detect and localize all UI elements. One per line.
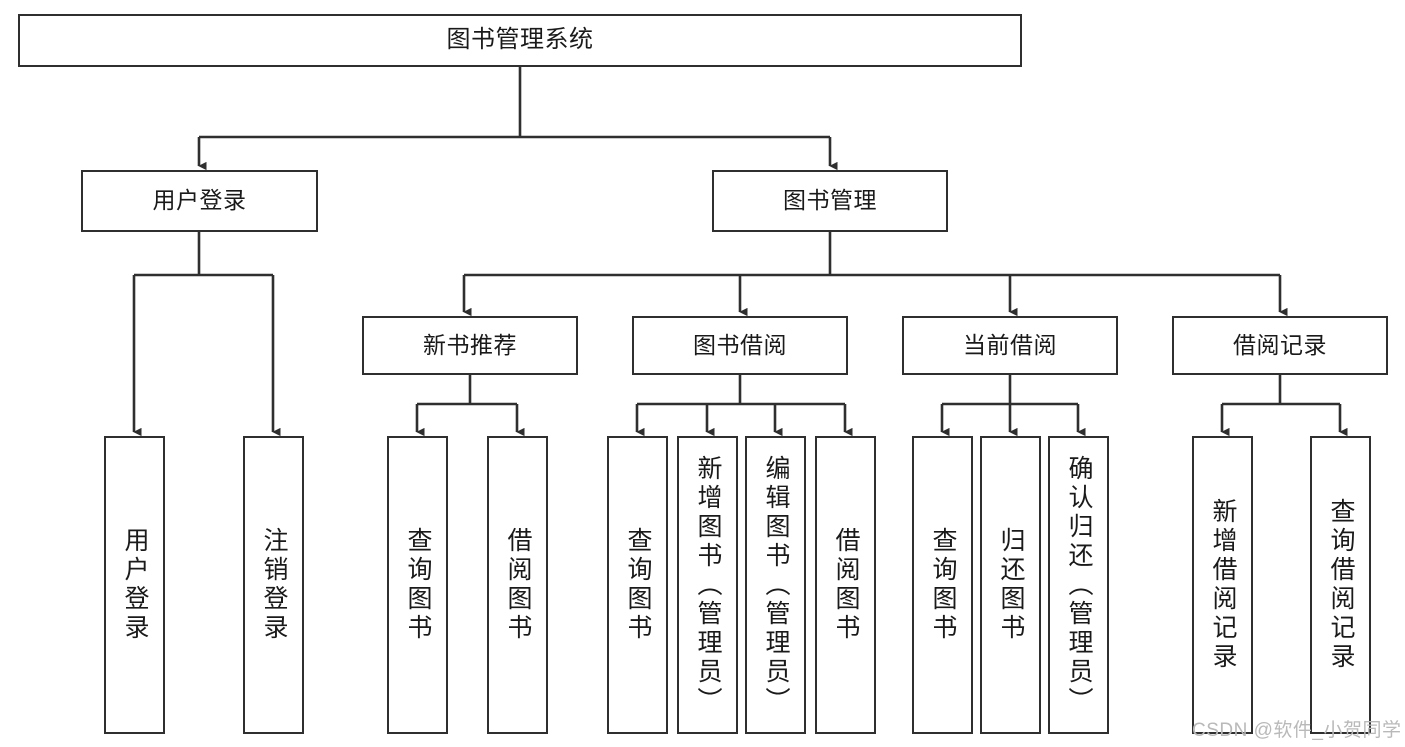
node-leaf-query-book-2[interactable]: 查询图书 — [607, 436, 668, 734]
node-borrow-record[interactable]: 借阅记录 — [1172, 316, 1388, 375]
node-current-borrow[interactable]: 当前借阅 — [902, 316, 1118, 375]
node-leaf-logout-login-label: 注销登录 — [260, 527, 288, 643]
node-leaf-query-record-label: 查询借阅记录 — [1327, 498, 1355, 672]
node-leaf-add-record-label: 新增借阅记录 — [1209, 498, 1237, 672]
node-book-borrow[interactable]: 图书借阅 — [632, 316, 848, 375]
node-current-borrow-label: 当前借阅 — [963, 331, 1057, 358]
node-leaf-return-book[interactable]: 归还图书 — [980, 436, 1041, 734]
node-root[interactable]: 图书管理系统 — [18, 14, 1022, 67]
node-root-label: 图书管理系统 — [446, 26, 594, 54]
node-leaf-borrow-book-1[interactable]: 借阅图书 — [487, 436, 548, 734]
node-leaf-add-record[interactable]: 新增借阅记录 — [1192, 436, 1253, 734]
node-book-management[interactable]: 图书管理 — [712, 170, 948, 232]
node-book-borrow-label: 图书借阅 — [693, 331, 787, 358]
node-leaf-edit-book-label: 编辑图书（管理员） — [762, 454, 790, 716]
node-leaf-user-login-label: 用户登录 — [121, 527, 149, 643]
node-leaf-add-book-label: 新增图书（管理员） — [694, 454, 722, 716]
node-leaf-add-book[interactable]: 新增图书（管理员） — [677, 436, 738, 734]
node-leaf-query-record[interactable]: 查询借阅记录 — [1310, 436, 1371, 734]
node-leaf-edit-book[interactable]: 编辑图书（管理员） — [745, 436, 806, 734]
node-leaf-query-book-1-label: 查询图书 — [404, 527, 432, 643]
node-leaf-confirm-return-label: 确认归还（管理员） — [1065, 454, 1093, 716]
node-leaf-query-book-3[interactable]: 查询图书 — [912, 436, 973, 734]
node-leaf-confirm-return[interactable]: 确认归还（管理员） — [1048, 436, 1109, 734]
node-new-book-recommend[interactable]: 新书推荐 — [362, 316, 578, 375]
node-leaf-query-book-2-label: 查询图书 — [624, 527, 652, 643]
node-leaf-borrow-book-2[interactable]: 借阅图书 — [815, 436, 876, 734]
node-user-login[interactable]: 用户登录 — [81, 170, 318, 232]
node-leaf-query-book-1[interactable]: 查询图书 — [387, 436, 448, 734]
node-leaf-logout-login[interactable]: 注销登录 — [243, 436, 304, 734]
node-leaf-borrow-book-2-label: 借阅图书 — [832, 527, 860, 643]
node-book-management-label: 图书管理 — [783, 187, 877, 214]
node-new-book-recommend-label: 新书推荐 — [423, 331, 517, 358]
node-leaf-borrow-book-1-label: 借阅图书 — [504, 527, 532, 643]
node-borrow-record-label: 借阅记录 — [1233, 331, 1327, 358]
node-leaf-return-book-label: 归还图书 — [997, 527, 1025, 643]
node-leaf-query-book-3-label: 查询图书 — [929, 527, 957, 643]
node-user-login-label: 用户登录 — [152, 187, 247, 214]
csdn-watermark: CSDN @软件_小贺同学 — [1192, 720, 1402, 741]
node-leaf-user-login[interactable]: 用户登录 — [104, 436, 165, 734]
